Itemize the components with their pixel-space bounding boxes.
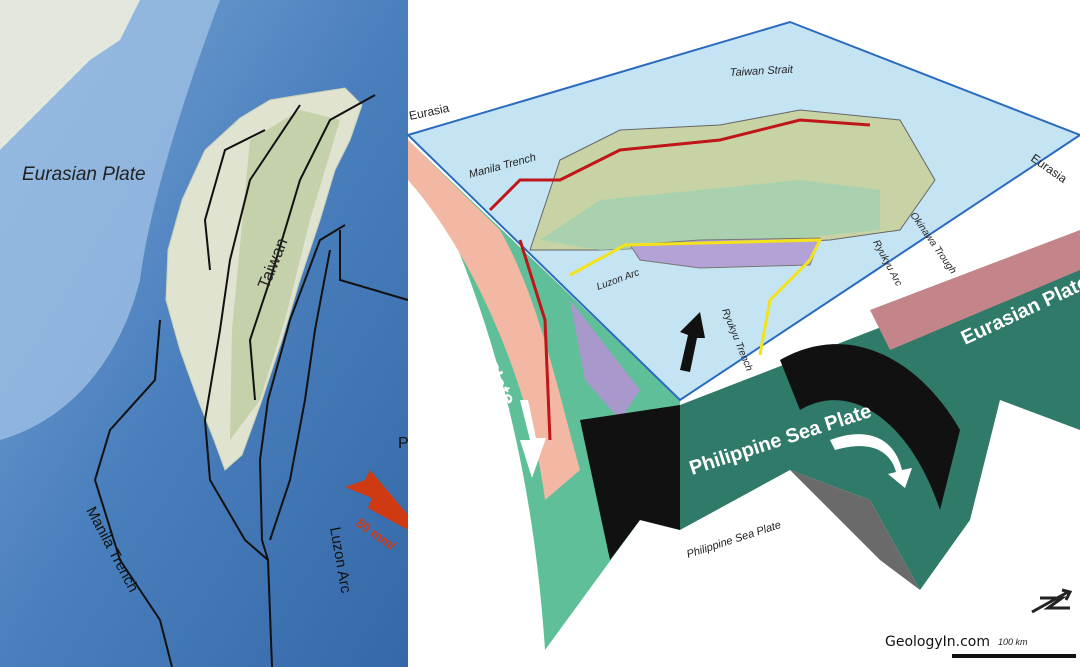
fault-1 xyxy=(203,129,266,271)
china-coast xyxy=(0,0,140,150)
plate-motion-arrow xyxy=(345,470,408,530)
ryukyu-trench-line xyxy=(569,238,823,356)
black-layer-left xyxy=(580,405,680,560)
central-range-block xyxy=(540,180,880,250)
taiwan-strait-label: Taiwan Strait xyxy=(730,64,795,79)
fault-4 xyxy=(258,224,346,561)
manila-trench-line xyxy=(488,118,871,212)
fault-6 xyxy=(269,249,331,541)
taiwan-map: Eurasian Plate Taiwan Manila Trench Luzo… xyxy=(0,0,409,667)
fault-5 xyxy=(339,230,409,301)
manila-trench-line xyxy=(93,319,173,667)
scale-label: 100 km xyxy=(998,637,1028,647)
slab-underside xyxy=(790,470,920,590)
scale-bar xyxy=(952,654,1076,658)
continental-shelf xyxy=(0,0,220,440)
central-range xyxy=(230,110,340,440)
block-diagram: Taiwan Strait Eurasia Eurasia Manila Tre… xyxy=(406,0,1080,667)
plate-edge-letter: P xyxy=(398,435,409,452)
watermark: GeologyIn.com xyxy=(885,634,990,650)
eurasian-crust-right xyxy=(870,230,1080,350)
plate-motion-arrow-black xyxy=(680,312,705,372)
slab-fault-line xyxy=(518,239,552,441)
fault-2 xyxy=(203,104,301,667)
eurasian-crust-left xyxy=(408,140,580,500)
fault-lines xyxy=(93,94,409,667)
fault-3 xyxy=(248,94,376,401)
subduction-arrow-left xyxy=(520,400,546,478)
north-arrow-icon xyxy=(1031,588,1073,614)
subducting-black-layer xyxy=(780,344,960,510)
philippine-sea-slab xyxy=(680,250,1080,590)
subduction-arrow-right xyxy=(830,434,912,488)
coastal-range xyxy=(629,237,821,269)
luzon-arc-block xyxy=(570,300,640,420)
eurasian-plate-label: Eurasian Plate xyxy=(22,164,146,185)
